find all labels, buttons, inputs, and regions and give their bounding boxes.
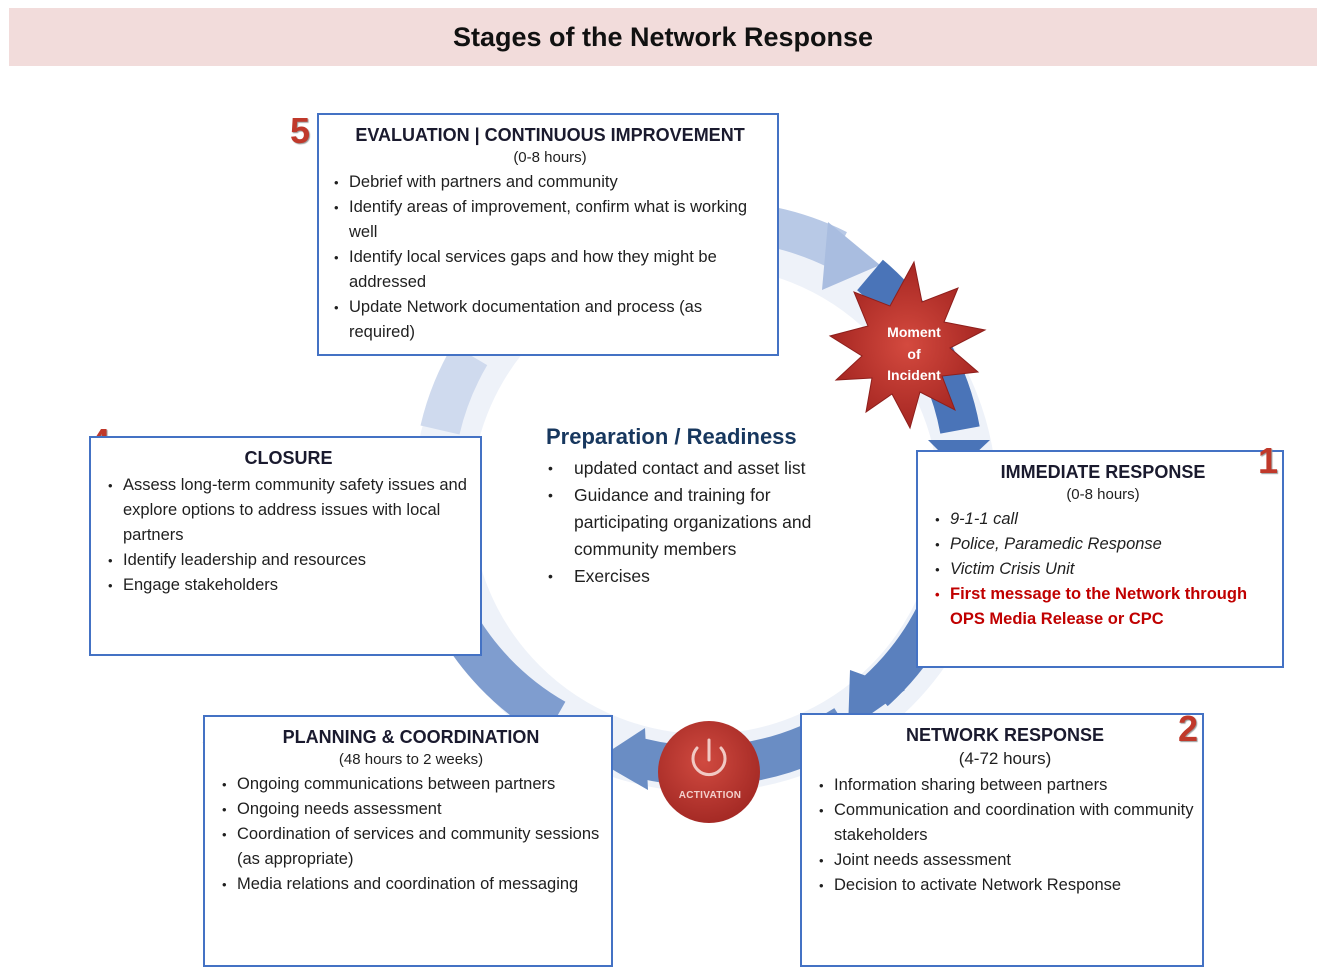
activation-label: ACTIVATION <box>678 790 742 801</box>
activation-circle <box>658 721 760 823</box>
stage-1-heading: IMMEDIATE RESPONSE <box>1000 462 1206 482</box>
list-item: Update Network documentation and process… <box>334 295 769 345</box>
incident-line-2: of <box>907 345 921 362</box>
list-item: Coordination of services and community s… <box>222 822 603 872</box>
list-item: Victim Crisis Unit <box>935 557 1274 582</box>
stage-4-list: Assess long-term community safety issues… <box>105 473 472 598</box>
list-item: Information sharing between partners <box>819 773 1194 798</box>
preparation-list: updated contact and asset list Guidance … <box>546 455 866 590</box>
list-item: 9-1-1 call <box>935 507 1274 532</box>
stage-5-number: 5 <box>290 110 311 151</box>
stage-1-duration: (0-8 hours) <box>1066 486 1140 503</box>
stage-5-heading: EVALUATION | CONTINUOUS IMPROVEMENT <box>355 125 745 145</box>
stage-1-immediate-response-box: IMMEDIATE RESPONSE (0-8 hours) 9-1-1 cal… <box>916 450 1284 668</box>
stage-2-duration: (4-72 hours) <box>958 749 1052 768</box>
incident-label: Moment of Incident <box>871 322 957 387</box>
stage-2-network-response-box: NETWORK RESPONSE (4-72 hours) Informatio… <box>800 713 1204 967</box>
list-item: Identify areas of improvement, confirm w… <box>334 195 769 245</box>
diagram-title: Stages of the Network Response <box>452 22 874 52</box>
power-icon <box>691 738 727 777</box>
stage-5-list: Debrief with partners and community Iden… <box>331 170 769 345</box>
list-item: Decision to activate Network Response <box>819 873 1194 898</box>
arrowhead-incident <box>822 222 880 290</box>
list-item: Ongoing needs assessment <box>222 797 603 822</box>
list-item: Ongoing communications between partners <box>222 772 603 797</box>
arc-closure-to-eval <box>420 344 488 435</box>
list-item: Police, Paramedic Response <box>935 532 1274 557</box>
stage-2-list: Information sharing between partners Com… <box>816 773 1194 898</box>
list-item: Identify local services gaps and how the… <box>334 245 769 295</box>
preparation-heading: Preparation / Readiness <box>546 424 797 449</box>
title-banner: Stages of the Network Response <box>9 8 1317 66</box>
stage-3-duration: (48 hours to 2 weeks) <box>338 751 484 768</box>
list-item: Exercises <box>548 563 866 590</box>
stage-5-evaluation-box: EVALUATION | CONTINUOUS IMPROVEMENT (0-8… <box>317 113 779 356</box>
stage-4-heading: CLOSURE <box>244 448 333 468</box>
stage-5-duration: (0-8 hours) <box>513 149 587 166</box>
list-item: Guidance and training for participating … <box>548 482 866 563</box>
stage-3-list: Ongoing communications between partners … <box>219 772 603 897</box>
incident-starburst <box>828 260 987 430</box>
stage-1-number: 1 <box>1258 440 1279 481</box>
list-item: Debrief with partners and community <box>334 170 769 195</box>
list-item: Engage stakeholders <box>108 573 472 598</box>
incident-line-3: Incident <box>887 367 941 383</box>
incident-line-1: Moment <box>887 324 941 340</box>
list-item: Assess long-term community safety issues… <box>108 473 472 548</box>
list-item: updated contact and asset list <box>548 455 866 482</box>
first-message-item: First message to the Network through OPS… <box>935 582 1274 632</box>
list-item: Media relations and coordination of mess… <box>222 872 603 897</box>
stage-4-closure-box: CLOSURE Assess long-term community safet… <box>89 436 482 656</box>
stage-3-planning-box: PLANNING & COORDINATION (48 hours to 2 w… <box>203 715 613 967</box>
preparation-readiness: Preparation / Readiness updated contact … <box>546 424 866 590</box>
list-item: Identify leadership and resources <box>108 548 472 573</box>
list-item: Joint needs assessment <box>819 848 1194 873</box>
stage-2-number: 2 <box>1178 708 1199 749</box>
arrowhead-planning <box>596 728 648 790</box>
list-item: Communication and coordination with comm… <box>819 798 1194 848</box>
stage-2-heading: NETWORK RESPONSE <box>905 725 1105 745</box>
stage-1-list: 9-1-1 call Police, Paramedic Response Vi… <box>932 507 1274 632</box>
stage-3-heading: PLANNING & COORDINATION <box>282 727 540 747</box>
